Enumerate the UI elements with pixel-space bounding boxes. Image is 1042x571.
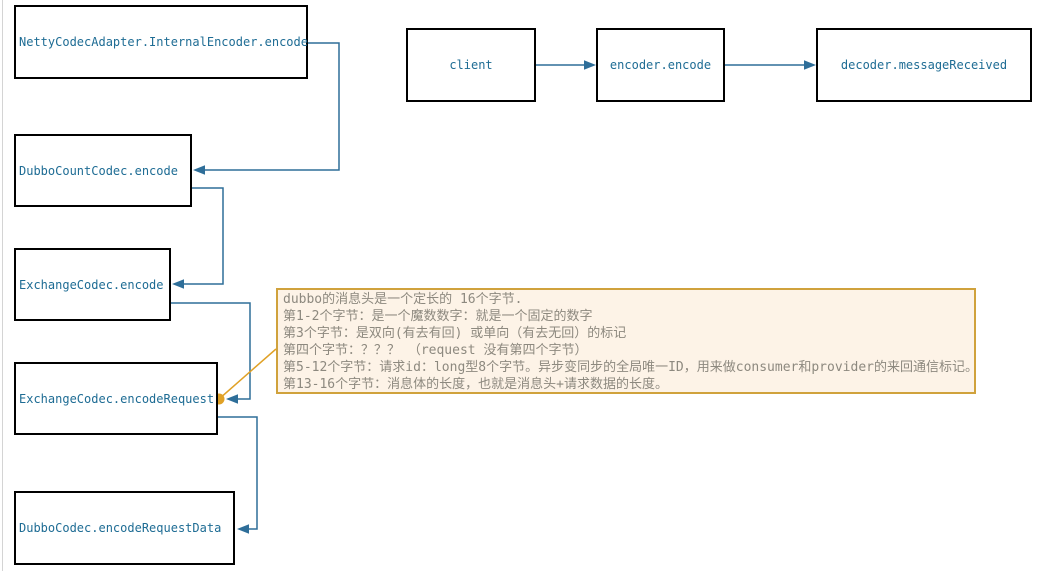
node-dubbocodec-encoderequestdata[interactable]: DubboCodec.encodeRequestData — [14, 491, 235, 565]
note-line: 第13-16个字节：消息体的长度，也就是消息头+请求数据的长度。 — [283, 377, 668, 392]
note-line: 第四个字节：？？？ （request 没有第四个字节） — [283, 343, 588, 358]
note-line: 第1-2个字节：是一个魔数数字：就是一个固定的数字 — [283, 309, 593, 324]
node-label: DubboCountCodec.encode — [19, 163, 178, 178]
arrowhead-into-decoder — [804, 60, 816, 70]
node-label: NettyCodecAdapter.InternalEncoder.encode — [19, 35, 308, 49]
dubbo-header-note[interactable]: dubbo的消息头是一个定长的 16个字节. 第1-2个字节：是一个魔数数字：就… — [276, 288, 976, 394]
arrowhead-into-encoder — [584, 60, 596, 70]
node-netty-internal-encoder-encode[interactable]: NettyCodecAdapter.InternalEncoder.encode — [14, 5, 308, 79]
note-line: dubbo的消息头是一个定长的 16个字节. — [283, 292, 523, 307]
node-client[interactable]: client — [406, 28, 536, 102]
note-line: 第3个字节：是双向(有去有回) 或单向（有去无回）的标记 — [283, 326, 627, 341]
node-label: decoder.messageReceived — [840, 58, 1008, 72]
note-link-line — [218, 348, 277, 400]
node-label: ExchangeCodec.encode — [19, 277, 164, 292]
node-dubbocountcodec-encode[interactable]: DubboCountCodec.encode — [14, 134, 192, 207]
canvas-edge-line — [2, 0, 3, 571]
node-label: ExchangeCodec.encodeRequest — [19, 391, 215, 406]
arrowhead-into-dubbocount — [193, 165, 205, 175]
node-label: DubboCodec.encodeRequestData — [19, 521, 222, 535]
node-exchangecodec-encoderequest[interactable]: ExchangeCodec.encodeRequest — [14, 362, 218, 435]
node-encoder-encode[interactable]: encoder.encode — [596, 28, 725, 102]
note-line: 第5-12个字节：请求id：long型8个字节。异步变同步的全局唯一ID，用来做… — [283, 360, 976, 375]
arrowhead-into-encoderequest — [226, 394, 238, 404]
node-exchangecodec-encode[interactable]: ExchangeCodec.encode — [14, 248, 171, 321]
arrowhead-into-exchange-encode — [172, 279, 184, 289]
arrowhead-into-encoderequestdata — [237, 524, 249, 534]
node-label: client — [449, 58, 493, 72]
node-label: encoder.encode — [609, 58, 712, 72]
node-decoder-messagereceived[interactable]: decoder.messageReceived — [816, 28, 1032, 102]
